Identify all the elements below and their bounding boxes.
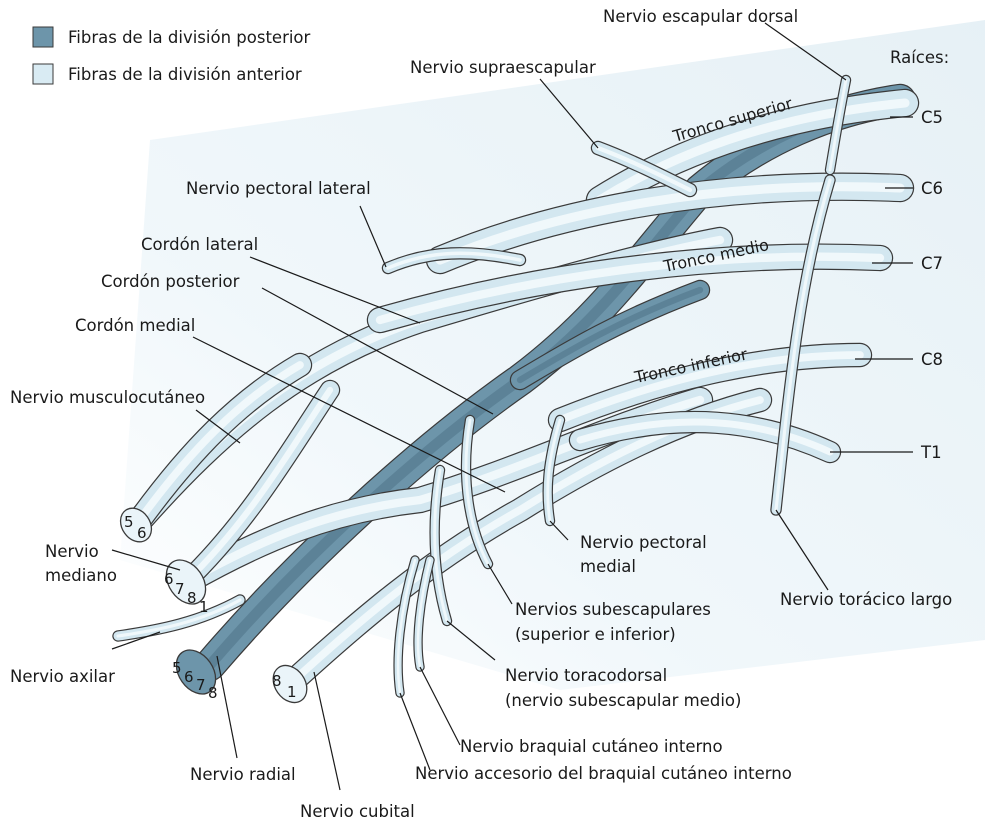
label-ulnar: Nervio cubital	[300, 802, 415, 821]
label-medial-brachial-cutaneous: Nervio braquial cutáneo interno	[460, 737, 723, 756]
label-suprascapular: Nervio supraescapular	[410, 58, 596, 77]
legend-label-anterior: Fibras de la división anterior	[68, 65, 302, 84]
end-number: 7	[196, 676, 206, 694]
label-radial: Nervio radial	[190, 765, 296, 784]
root-label-c7: C7	[921, 254, 943, 273]
end-number: 6	[137, 524, 147, 542]
end-number: 8	[187, 589, 197, 607]
end-number: 1	[199, 598, 209, 616]
label-medial-pectoral-line1: Nervio pectoral	[580, 533, 707, 552]
label-lateral-cord: Cordón lateral	[141, 235, 258, 254]
label-musculocutaneous: Nervio musculocutáneo	[10, 388, 205, 407]
label-lateral-pectoral: Nervio pectoral lateral	[186, 179, 371, 198]
root-label-c5: C5	[921, 108, 943, 127]
label-subscapular-line1: Nervios subescapulares	[515, 600, 711, 619]
label-medial-antebrachial-cutaneous: Nervio accesorio del braquial cutáneo in…	[415, 764, 792, 783]
end-number: 1	[287, 683, 297, 701]
label-thoracodorsal-line1: Nervio toracodorsal	[505, 666, 667, 685]
label-axillary: Nervio axilar	[10, 667, 115, 686]
label-medial-pectoral-line2: medial	[580, 557, 636, 576]
label-thoracodorsal-line2: (nervio subescapular medio)	[505, 691, 741, 710]
end-number: 6	[184, 668, 194, 686]
legend-swatch-anterior	[33, 64, 53, 84]
label-posterior-cord: Cordón posterior	[101, 272, 240, 291]
root-label-c8: C8	[921, 350, 943, 369]
legend-label-posterior: Fibras de la división posterior	[68, 28, 311, 47]
label-long-thoracic: Nervio torácico largo	[780, 590, 952, 609]
label-dorsal-scapular: Nervio escapular dorsal	[603, 7, 798, 26]
end-number: 5	[124, 513, 134, 531]
root-label-c6: C6	[921, 179, 943, 198]
roots-title: Raíces:	[890, 48, 949, 67]
legend: Fibras de la división posterior Fibras d…	[33, 27, 311, 84]
end-number: 8	[208, 684, 218, 702]
label-medial-cord: Cordón medial	[75, 316, 195, 335]
legend-swatch-posterior	[33, 27, 53, 47]
label-subscapular-line2: (superior e inferior)	[515, 625, 676, 644]
root-label-t1: T1	[920, 443, 942, 462]
end-number: 8	[272, 672, 282, 690]
label-median-line2: mediano	[45, 566, 117, 585]
end-number: 7	[175, 580, 185, 598]
label-median-line1: Nervio	[45, 542, 99, 561]
end-number: 5	[172, 659, 182, 677]
end-number: 6	[164, 570, 174, 588]
